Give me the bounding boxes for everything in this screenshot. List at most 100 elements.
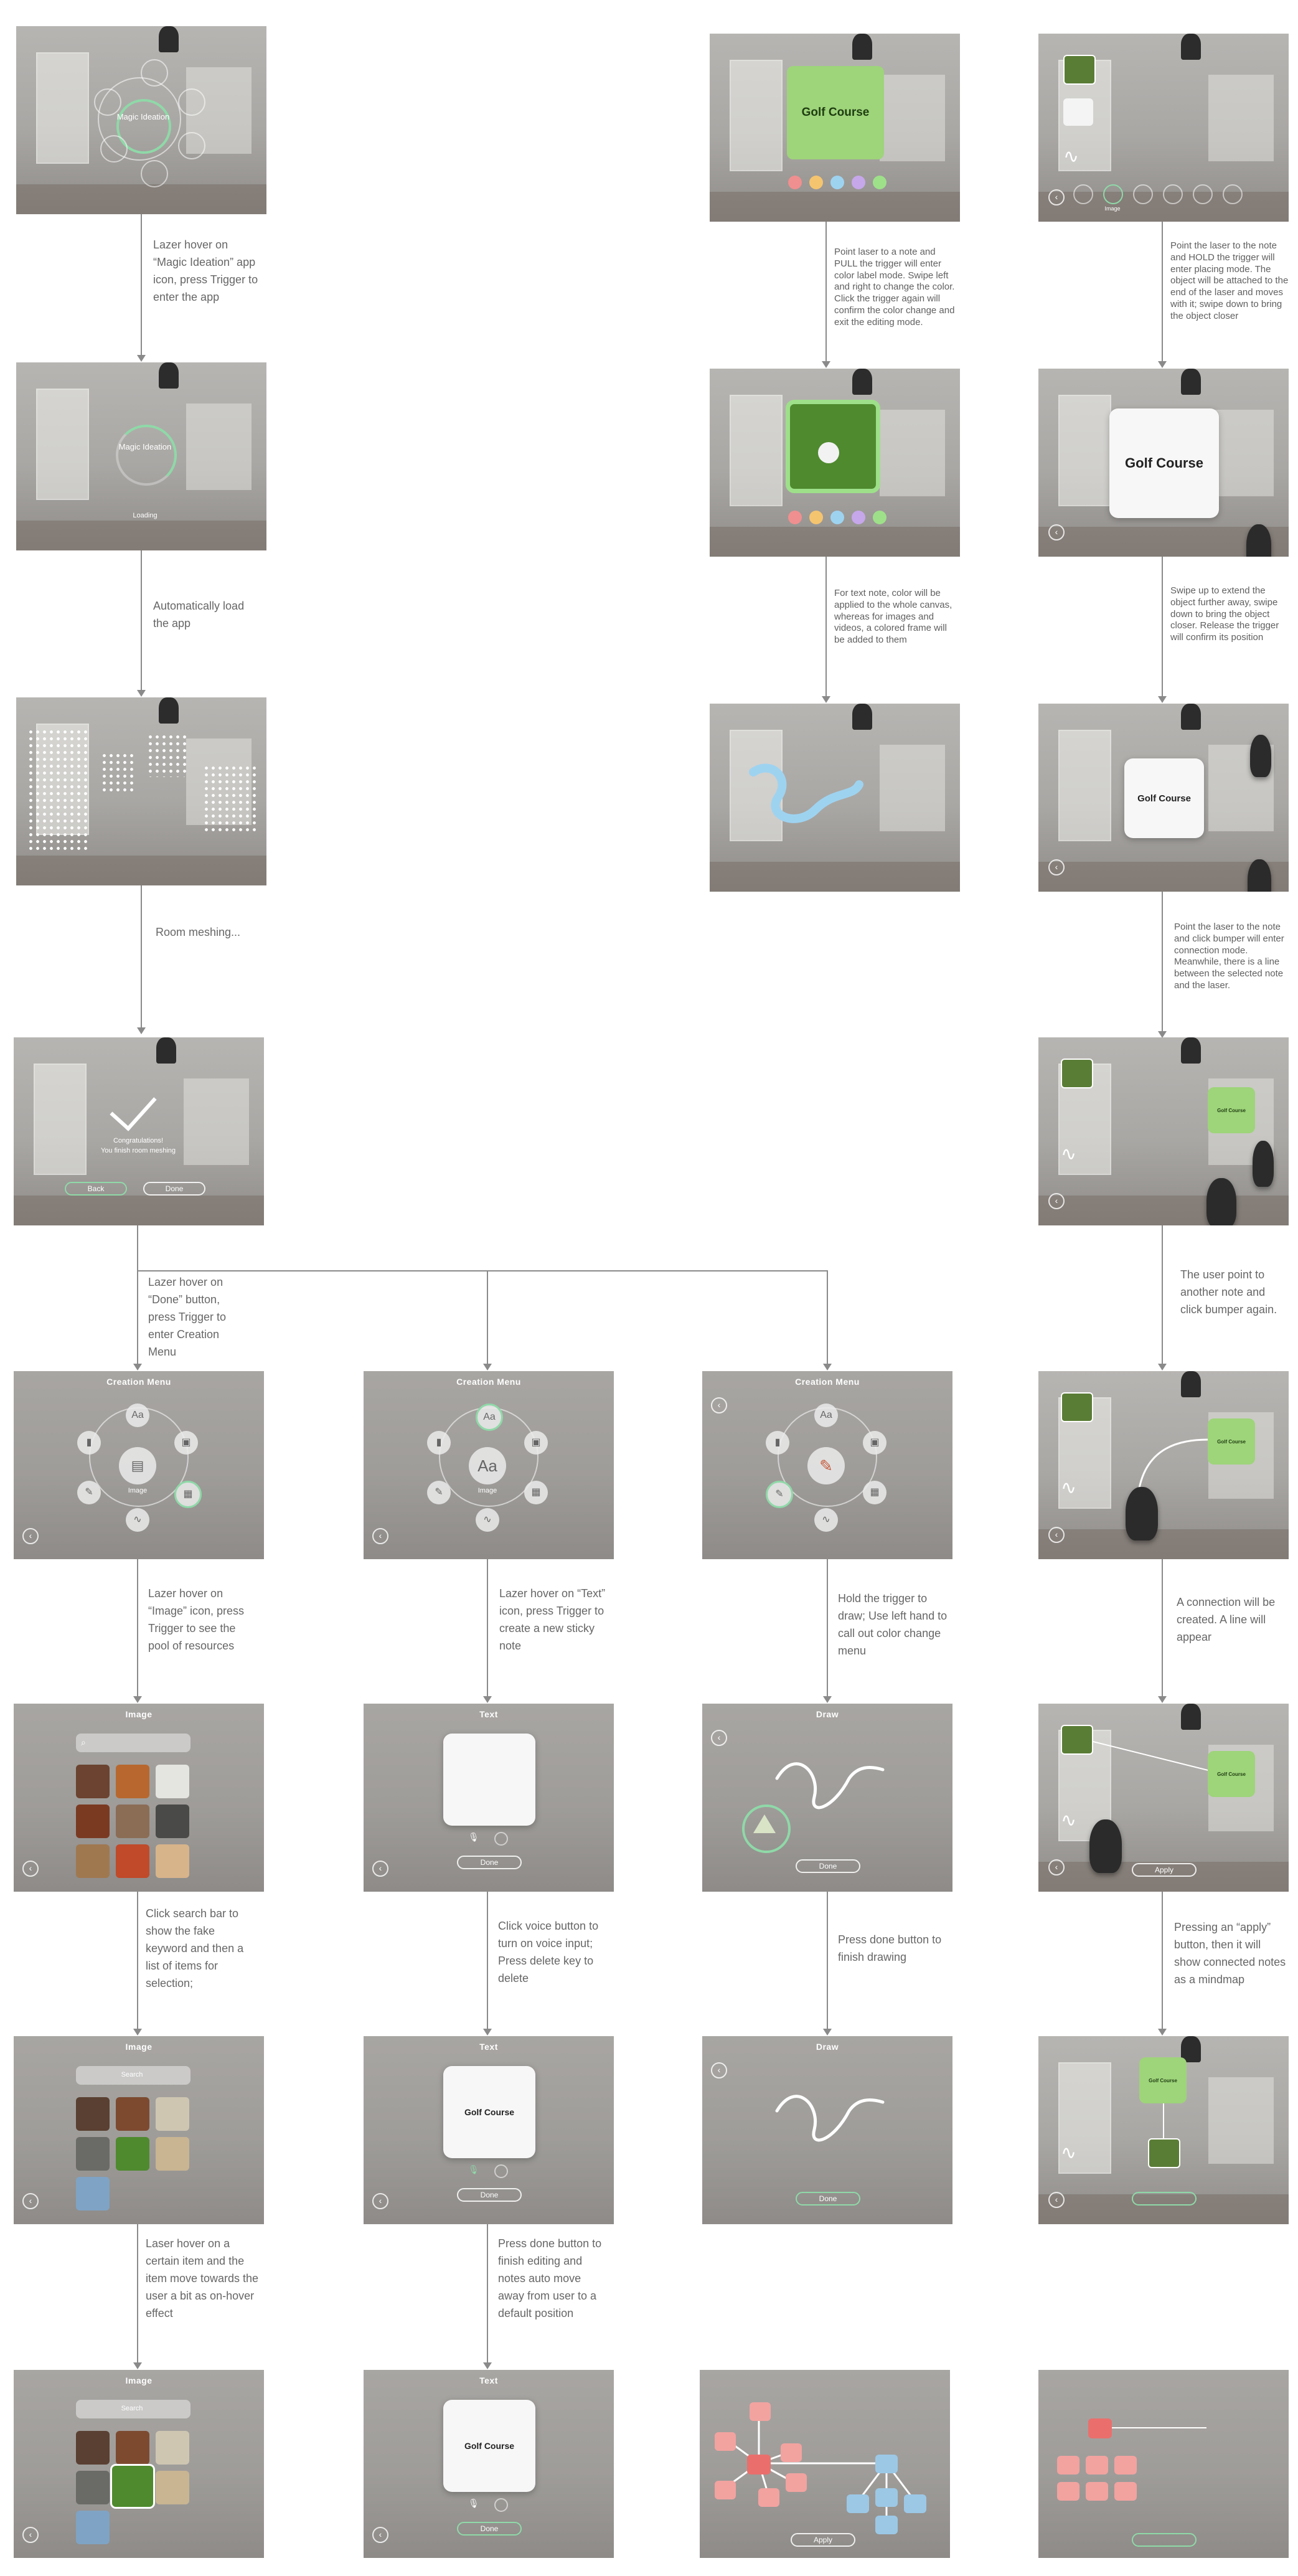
back-button[interactable]: Back bbox=[65, 1182, 127, 1196]
back-icon[interactable]: ‹ bbox=[1048, 1527, 1065, 1543]
golf-course-note[interactable]: Golf Course bbox=[443, 2066, 535, 2158]
mindmap-node-blue[interactable] bbox=[847, 2494, 869, 2513]
done-button[interactable]: Done bbox=[457, 2522, 522, 2536]
color-swatch-blue[interactable] bbox=[830, 176, 844, 189]
back-icon[interactable]: ‹ bbox=[22, 1528, 39, 1544]
mindmap-node-blue-root[interactable] bbox=[875, 2455, 898, 2473]
back-icon[interactable]: ‹ bbox=[372, 1528, 388, 1544]
toolbar-icon[interactable] bbox=[1193, 184, 1213, 204]
drawing-mini[interactable]: ∿ bbox=[1061, 1478, 1077, 1498]
back-icon[interactable]: ‹ bbox=[372, 1861, 388, 1877]
image-thumb[interactable] bbox=[156, 2097, 189, 2131]
back-icon[interactable]: ‹ bbox=[711, 2062, 727, 2078]
back-icon[interactable]: ‹ bbox=[22, 2193, 39, 2209]
golf-course-note[interactable]: Golf Course bbox=[443, 2400, 535, 2492]
search-bar[interactable] bbox=[76, 2400, 190, 2418]
image-thumb[interactable] bbox=[156, 2431, 189, 2465]
mindmap-node-red[interactable] bbox=[1114, 2456, 1137, 2475]
image-thumb[interactable] bbox=[156, 1844, 189, 1878]
toolbar-icon[interactable] bbox=[1223, 184, 1243, 204]
golf-image-thumb[interactable] bbox=[116, 2137, 149, 2171]
done-button[interactable]: Done bbox=[796, 1859, 860, 1873]
apply-button[interactable]: Apply bbox=[1132, 1863, 1197, 1877]
draw-option-icon[interactable]: ✎ bbox=[427, 1481, 451, 1504]
delete-key-icon[interactable] bbox=[494, 2498, 508, 2512]
mindmap-node-red[interactable] bbox=[781, 2443, 802, 2462]
delete-key-icon[interactable] bbox=[494, 2164, 508, 2178]
toolbar-icon[interactable] bbox=[1103, 184, 1123, 204]
mindmap-node-red[interactable] bbox=[715, 2481, 736, 2499]
golf-course-note[interactable]: Golf Course bbox=[1109, 408, 1219, 518]
apply-button[interactable]: Apply bbox=[791, 2533, 855, 2547]
mindmap-node-red[interactable] bbox=[786, 2473, 807, 2492]
drawing-mini[interactable]: ∿ bbox=[1063, 146, 1079, 167]
note-mini[interactable] bbox=[1063, 98, 1093, 126]
back-icon[interactable]: ‹ bbox=[22, 2527, 39, 2543]
image-option-icon[interactable]: ▣ bbox=[524, 1431, 548, 1455]
mindmap-node-red[interactable] bbox=[1057, 2456, 1079, 2475]
image-thumb[interactable] bbox=[156, 2137, 189, 2171]
done-button[interactable]: Done bbox=[457, 1856, 522, 1869]
image-thumb[interactable] bbox=[156, 2471, 189, 2504]
color-swatch-purple[interactable] bbox=[852, 176, 865, 189]
golf-course-green-note[interactable]: Golf Course bbox=[1208, 1418, 1255, 1465]
toolbar-icon[interactable] bbox=[1133, 184, 1153, 204]
center-image-icon[interactable]: ▤ bbox=[119, 1447, 156, 1484]
toolbar-icon[interactable] bbox=[1073, 184, 1093, 204]
microphone-icon[interactable]: 🎙 bbox=[468, 2498, 479, 2508]
document-option-icon[interactable]: ▮ bbox=[77, 1431, 101, 1455]
text-option-icon[interactable]: Aa bbox=[126, 1404, 149, 1427]
back-icon[interactable]: ‹ bbox=[1048, 1193, 1065, 1209]
draw-option-icon[interactable]: ✎ bbox=[77, 1481, 101, 1504]
mindmap-node-red[interactable] bbox=[1114, 2482, 1137, 2501]
done-button[interactable]: Done bbox=[796, 2192, 860, 2206]
microphone-icon[interactable]: 🎙 bbox=[468, 1832, 479, 1842]
search-bar[interactable] bbox=[76, 2066, 190, 2085]
golf-course-green-note[interactable]: Golf Course bbox=[1208, 1751, 1255, 1797]
mindmap-node-red[interactable] bbox=[1086, 2456, 1108, 2475]
image-thumb[interactable] bbox=[76, 2137, 110, 2171]
image-thumb[interactable] bbox=[76, 2511, 110, 2544]
back-icon[interactable]: ‹ bbox=[372, 2193, 388, 2209]
mindmap-node-blue[interactable] bbox=[875, 2516, 898, 2534]
color-swatch-red[interactable] bbox=[788, 176, 802, 189]
back-icon[interactable]: ‹ bbox=[1048, 2192, 1065, 2208]
image-thumb[interactable] bbox=[116, 2097, 149, 2131]
empty-sticky-note[interactable] bbox=[443, 1734, 535, 1826]
center-text-icon[interactable]: Aa bbox=[469, 1447, 506, 1484]
color-swatch-orange[interactable] bbox=[809, 511, 823, 524]
golf-image-mini[interactable] bbox=[1061, 1059, 1093, 1088]
image-thumb[interactable] bbox=[76, 2097, 110, 2131]
image-thumb[interactable] bbox=[76, 1805, 110, 1838]
delete-key-icon[interactable] bbox=[494, 1832, 508, 1846]
golf-image-mini[interactable] bbox=[1148, 2138, 1180, 2168]
screenshot-option-icon[interactable]: ▦ bbox=[524, 1481, 548, 1504]
drawing-mini[interactable]: ∿ bbox=[1061, 1144, 1077, 1164]
mindmap-node-red[interactable] bbox=[1057, 2482, 1079, 2501]
golf-course-note[interactable]: Golf Course bbox=[1124, 758, 1204, 838]
document-option-icon[interactable]: ▮ bbox=[766, 1431, 789, 1455]
golf-image-with-green-frame[interactable] bbox=[786, 400, 880, 493]
text-option-icon[interactable]: Aa bbox=[476, 1404, 503, 1431]
mindmap-node-red[interactable] bbox=[715, 2432, 736, 2451]
mindmap-node-red-root[interactable] bbox=[1088, 2418, 1112, 2438]
apply-button[interactable] bbox=[1132, 2192, 1197, 2206]
image-thumb[interactable] bbox=[76, 2471, 110, 2504]
done-button[interactable]: Done bbox=[143, 1182, 205, 1196]
document-option-icon[interactable]: ▮ bbox=[427, 1431, 451, 1455]
color-swatch-purple[interactable] bbox=[852, 511, 865, 524]
drawing-mini[interactable]: ∿ bbox=[1061, 1810, 1077, 1831]
image-option-icon[interactable]: ▣ bbox=[863, 1431, 886, 1455]
back-icon[interactable]: ‹ bbox=[711, 1730, 727, 1746]
screenshot-option-icon[interactable]: ▦ bbox=[863, 1481, 886, 1504]
image-thumb[interactable] bbox=[156, 1805, 189, 1838]
text-option-icon[interactable]: Aa bbox=[814, 1404, 838, 1427]
screenshot-option-icon[interactable]: ▦ bbox=[174, 1481, 202, 1508]
color-swatch-blue[interactable] bbox=[830, 511, 844, 524]
golf-image-mini[interactable] bbox=[1061, 1392, 1093, 1422]
mindmap-node-blue[interactable] bbox=[904, 2494, 926, 2513]
image-thumb[interactable] bbox=[116, 1844, 149, 1878]
image-thumb[interactable] bbox=[116, 1805, 149, 1838]
done-button[interactable]: Done bbox=[457, 2188, 522, 2202]
microphone-icon[interactable]: 🎙 bbox=[468, 2164, 479, 2174]
